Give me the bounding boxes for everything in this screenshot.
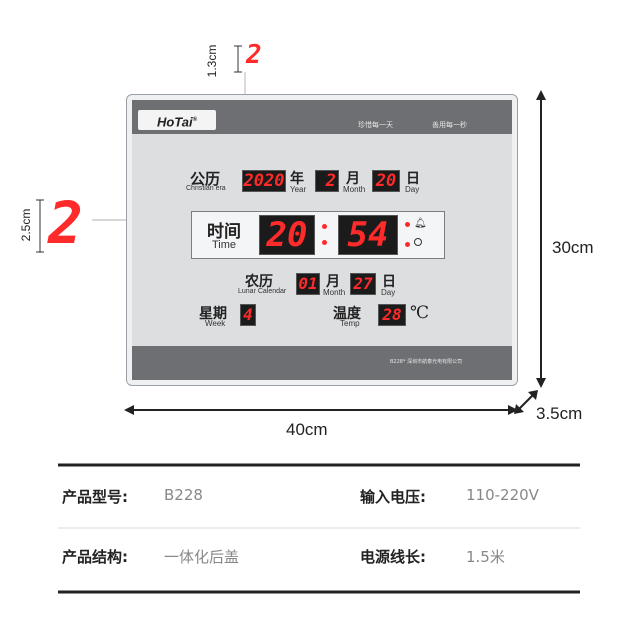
month-label-en: Month — [343, 185, 366, 194]
gregorian-year-display: 2020 — [242, 170, 286, 192]
week-display: 4 — [240, 304, 256, 326]
lunar-month-label-cn: 月 — [326, 274, 340, 290]
alarm-indicator-dot — [405, 222, 410, 227]
temp-label-cn: 温度 — [333, 306, 361, 322]
time-label-cn: 时间 — [207, 222, 241, 242]
month-label-cn: 月 — [346, 171, 360, 187]
large-digit-height-label: 2.5cm — [19, 208, 33, 242]
small-digit-sample: 2 — [246, 40, 262, 70]
lunar-day-label-en: Day — [381, 288, 396, 297]
brand-mark: ® — [192, 117, 198, 123]
clock-icon — [414, 238, 422, 246]
time-colon — [322, 222, 328, 248]
temp-unit: ℃ — [410, 303, 430, 323]
gregorian-label-cn: 公历 — [190, 170, 221, 188]
lunar-month-display: 01 — [296, 273, 320, 295]
height-dimension-label: 30cm — [552, 238, 594, 257]
lunar-day-display: 27 — [350, 273, 376, 295]
time-minutes-display: 54 — [338, 215, 398, 255]
day-label-cn: 日 — [406, 171, 420, 187]
day-label-en: Day — [405, 185, 420, 194]
lunar-month-label-en: Month — [323, 288, 346, 297]
year-label-en: Year — [290, 185, 307, 194]
voltage-value: 110-220V — [466, 486, 539, 504]
week-label-en: Week — [205, 319, 226, 328]
depth-dimension-label: 3.5cm — [536, 404, 583, 423]
temp-label-en: Temp — [340, 319, 360, 328]
year-label-cn: 年 — [290, 171, 304, 187]
lunar-day-label-cn: 日 — [382, 274, 396, 290]
structure-label: 产品结构: — [62, 548, 128, 566]
time-display-box — [191, 211, 445, 259]
gregorian-month-display: 2 — [315, 170, 339, 192]
clock-bottom-bar — [132, 346, 512, 380]
week-label-cn: 星期 — [199, 306, 227, 322]
brand-logo: HoTai® — [138, 110, 216, 130]
cable-value: 1.5米 — [466, 548, 505, 566]
cable-label: 电源线长: — [360, 548, 426, 566]
gregorian-label-en: Christian era — [186, 185, 226, 192]
temp-display: 28 — [378, 304, 406, 326]
company-footer-text: B228* 深圳市航泰光电有限公司 — [390, 359, 463, 365]
voltage-label: 输入电压: — [360, 488, 426, 506]
colon-dot-bottom — [322, 240, 327, 245]
colon-dot-top — [322, 224, 327, 229]
slogan-left: 珍惜每一天 — [358, 121, 393, 129]
model-label: 产品型号: — [62, 488, 128, 506]
width-dimension-label: 40cm — [286, 420, 328, 439]
large-digit-sample: 2 — [48, 189, 83, 257]
timer-indicator-dot — [405, 242, 410, 247]
lunar-label-en: Lunar Calendar — [238, 288, 287, 295]
slogan-right: 善用每一秒 — [432, 121, 467, 129]
bell-icon: 🔔︎ — [414, 218, 427, 229]
time-label-en: Time — [212, 239, 237, 251]
time-hours-display: 20 — [259, 215, 315, 255]
model-value: B228 — [164, 486, 203, 504]
structure-value: 一体化后盖 — [164, 548, 240, 566]
lunar-label-cn: 农历 — [245, 274, 273, 290]
brand-name: HoTai — [156, 114, 193, 130]
gregorian-day-display: 20 — [372, 170, 400, 192]
